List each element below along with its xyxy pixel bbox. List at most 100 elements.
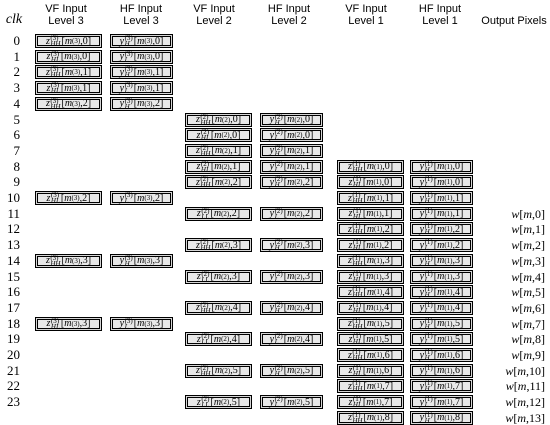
cell-inner-box bbox=[187, 161, 250, 172]
clk-tick-label: 1 bbox=[13, 48, 21, 64]
cell-inner-box bbox=[412, 177, 471, 188]
timing-diagram: clk VF Input Level 3 HF Input Level 3 VF… bbox=[6, 3, 547, 425]
vf-level1-cell: z(1)HL[m(1),3] bbox=[337, 269, 404, 284]
clk-tick-label: 11 bbox=[7, 205, 20, 221]
vf-level2-cell: z(2)HH[m(2),1] bbox=[185, 143, 252, 158]
output-pixel-label: w[m,9] bbox=[511, 348, 545, 362]
cell-label: y(1)L[m(1),6] bbox=[419, 363, 464, 378]
cell-inner-box bbox=[262, 397, 321, 408]
cell-label: y(1)L[m(1),4] bbox=[419, 300, 464, 315]
cell-label: y(2)L[m(2),5] bbox=[269, 395, 314, 410]
vf-level1-cell: z(1)HL[m(1),2] bbox=[337, 238, 404, 253]
clk-tick-label: 0 bbox=[13, 33, 21, 48]
cell-label: z(3)HL[m(3),1] bbox=[46, 81, 91, 96]
hf-level2-cell: y(2)L[m(2),1] bbox=[260, 159, 323, 174]
cell-inner-box bbox=[339, 302, 402, 313]
output-pixel-label: w[m,10] bbox=[505, 363, 545, 378]
cell-label: z(1)HL[m(1),5] bbox=[348, 332, 393, 347]
hf-level3-cell: y(3)H[m(3),0] bbox=[110, 34, 173, 48]
vf-level1-cell: z(1)HL[m(1),0] bbox=[337, 175, 404, 190]
clk-tick-label: 10 bbox=[7, 190, 20, 205]
cell-inner-box bbox=[112, 36, 171, 46]
cell-inner-box bbox=[262, 161, 321, 172]
cell-inner-box bbox=[412, 208, 471, 219]
cell-inner-box bbox=[339, 193, 402, 203]
cell-label: y(2)H[m(2),0] bbox=[269, 112, 314, 127]
cell-label: z(3)HH[m(3),2] bbox=[45, 96, 92, 111]
hf-level1-cell: y(1)H[m(1),8] bbox=[410, 410, 473, 425]
cell-inner-box bbox=[37, 318, 100, 329]
cell-label: z(1)HH[m(1),0] bbox=[347, 159, 394, 174]
header-line2: Level 1 bbox=[348, 15, 384, 27]
cell-label: z(3)HH[m(3),1] bbox=[45, 65, 92, 80]
output-pixel-label: w[m,0] bbox=[511, 206, 545, 221]
clk-tick-label: 2 bbox=[13, 64, 21, 80]
cell-inner-box bbox=[187, 208, 250, 219]
cell-label: z(1)HH[m(1),1] bbox=[347, 191, 394, 205]
cell-label: z(2)HL[m(2),1] bbox=[196, 159, 241, 174]
clk-tick-label: 16 bbox=[7, 284, 20, 300]
cell-label: z(2)HH[m(2),5] bbox=[195, 363, 242, 378]
vf-level3-cell: z(3)HL[m(3),0] bbox=[35, 49, 102, 64]
vf-level3-cell: z(3)HL[m(3),2] bbox=[35, 191, 102, 205]
clk-tick-label: 12 bbox=[7, 221, 20, 237]
cell-inner-box bbox=[37, 83, 100, 94]
vf-level1-cell: z(1)HL[m(1),1] bbox=[337, 206, 404, 221]
header-line1: HF Input bbox=[119, 3, 163, 15]
cell-inner-box bbox=[339, 240, 402, 251]
vf-level2-cell: z(2)LL[m(2),4] bbox=[185, 332, 252, 347]
cell-inner-box bbox=[412, 161, 471, 172]
output-pixel-label: w[m,6] bbox=[511, 300, 545, 315]
vf-level1-cell: z(1)HH[m(1),1] bbox=[337, 191, 404, 205]
cell-inner-box bbox=[37, 51, 100, 62]
cell-inner-box bbox=[37, 98, 100, 109]
clk-tick-label: 4 bbox=[13, 95, 21, 111]
cell-inner-box bbox=[412, 193, 471, 203]
clk-tick-label: 6 bbox=[13, 127, 21, 143]
header-hf-level2: HF Input Level 2 bbox=[253, 3, 325, 27]
cell-label: y(1)H[m(1),2] bbox=[419, 222, 464, 237]
hf-level2-cell: y(2)H[m(2),3] bbox=[260, 238, 323, 253]
cell-inner-box bbox=[112, 67, 171, 78]
cell-label: z(2)HH[m(2),0] bbox=[195, 112, 242, 127]
cell-label: z(2)LL[m(2),3] bbox=[196, 269, 241, 284]
cell-inner-box bbox=[412, 287, 471, 298]
cell-label: y(2)H[m(2),4] bbox=[269, 300, 314, 315]
hf-level2-cell: y(2)H[m(2),2] bbox=[260, 175, 323, 190]
hf-level1-cell: y(1)H[m(1),7] bbox=[410, 379, 473, 394]
cell-label: y(1)H[m(1),5] bbox=[419, 316, 464, 331]
vf-level2-cell: z(2)HH[m(2),3] bbox=[185, 238, 252, 253]
cell-inner-box bbox=[339, 177, 402, 188]
hf-level2-cell: y(2)L[m(2),3] bbox=[260, 269, 323, 284]
cell-inner-box bbox=[339, 334, 402, 345]
hf-level1-cell: y(1)L[m(1),4] bbox=[410, 300, 473, 315]
vf-level2-cell: z(2)HL[m(2),1] bbox=[185, 159, 252, 174]
vf-level1-cell: z(1)HH[m(1),0] bbox=[337, 159, 404, 174]
cell-inner-box bbox=[339, 397, 402, 408]
cell-inner-box bbox=[412, 397, 471, 408]
vf-level3-cell: z(3)HL[m(3),3] bbox=[35, 316, 102, 331]
vf-level2-cell: z(2)HH[m(2),0] bbox=[185, 112, 252, 127]
cell-label: z(3)HL[m(3),0] bbox=[46, 49, 91, 64]
cell-inner-box bbox=[187, 177, 250, 188]
hf-level3-cell: y(3)L[m(3),1] bbox=[110, 81, 173, 96]
hf-level1-cell: y(1)H[m(1),5] bbox=[410, 316, 473, 331]
hf-level2-cell: y(2)H[m(2),5] bbox=[260, 363, 323, 378]
cell-label: z(1)HL[m(1),1] bbox=[348, 206, 393, 221]
hf-level3-cell: y(3)H[m(3),2] bbox=[110, 96, 173, 111]
cell-inner-box bbox=[37, 193, 100, 203]
vf-level3-cell: z(3)HH[m(3),1] bbox=[35, 65, 102, 80]
hf-level1-cell: y(1)H[m(1),2] bbox=[410, 222, 473, 237]
output-pixel-label: w[m,2] bbox=[511, 238, 545, 253]
cell-label: z(1)HL[m(1),4] bbox=[348, 300, 393, 315]
hf-level2-cell: y(2)H[m(2),1] bbox=[260, 143, 323, 158]
cell-inner-box bbox=[339, 161, 402, 172]
vf-level3-cell: z(3)HH[m(3),0] bbox=[35, 34, 102, 48]
hf-level1-cell: y(1)H[m(1),6] bbox=[410, 348, 473, 362]
output-pixel-label: w[m,7] bbox=[511, 316, 545, 331]
cell-label: y(2)L[m(2),0] bbox=[269, 128, 314, 143]
cell-inner-box bbox=[187, 397, 250, 408]
cell-label: z(1)HL[m(1),3] bbox=[348, 269, 393, 284]
cell-label: y(2)H[m(2),3] bbox=[269, 238, 314, 253]
header-hf-level1: HF Input Level 1 bbox=[404, 3, 476, 27]
